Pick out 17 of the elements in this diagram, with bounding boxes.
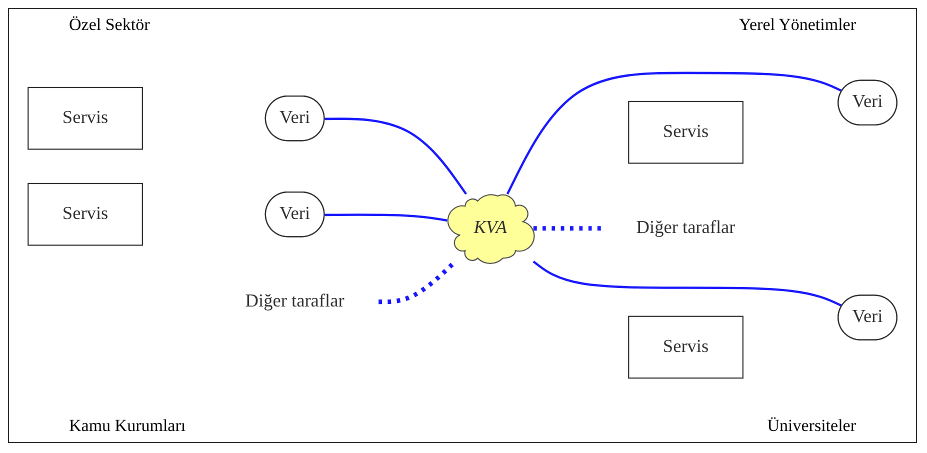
node-box (628, 316, 744, 379)
diagram-drawing: Servis Veri Diğer taraflar Servis Veri KVA Servis Veri Servis Veri Diğer taraflar (19, 43, 906, 408)
connector (532, 260, 843, 308)
group-label: Özel Sektör (69, 15, 150, 35)
node-text: Diğer taraflar (245, 292, 344, 311)
group-label: Kamu Kurumları (69, 416, 186, 436)
group-label: Üniversiteler (767, 416, 856, 436)
group-label: Yerel Yönetimler (738, 15, 856, 35)
connector (533, 226, 602, 231)
node-box (28, 86, 143, 150)
connector (324, 118, 468, 195)
node-text: Diğer taraflar (636, 218, 736, 238)
connector (506, 72, 843, 194)
connector (378, 261, 456, 304)
connector (324, 214, 448, 222)
node-box (628, 100, 744, 164)
node-box (28, 182, 143, 246)
